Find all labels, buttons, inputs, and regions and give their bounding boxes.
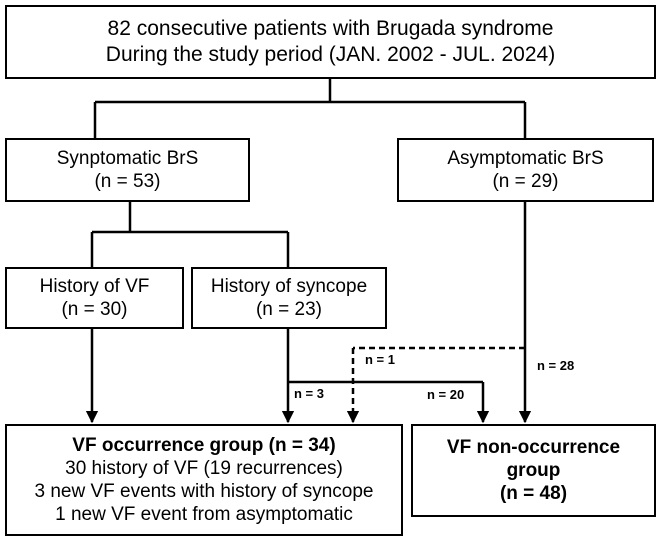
vf-occurrence-line3: 1 new VF event from asymptomatic bbox=[55, 504, 353, 526]
vf-occurrence-line2: 3 new VF events with history of syncope bbox=[34, 481, 374, 502]
vf-non-occurrence-count: (n = 48) bbox=[499, 483, 568, 505]
history-syncope-count: (n = 23) bbox=[255, 299, 322, 320]
history-vf-count: (n = 30) bbox=[61, 299, 128, 320]
total-line2: During the study period (JAN. 2002 - JUL… bbox=[105, 43, 556, 66]
vf-non-occurrence-line1: VF non-occurrence bbox=[446, 436, 621, 458]
history-vf-title: History of VF bbox=[39, 275, 150, 297]
asymptomatic-count: (n = 29) bbox=[492, 171, 559, 192]
label-n28: n = 28 bbox=[537, 358, 575, 373]
label-n1: n = 1 bbox=[365, 352, 395, 367]
label-n3: n = 3 bbox=[294, 386, 324, 401]
total-line1: 82 consecutive patients with Brugada syn… bbox=[107, 17, 554, 41]
label-n20: n = 20 bbox=[427, 387, 465, 402]
vf-non-occurrence-box: VF non-occurrence group (n = 48) bbox=[411, 424, 656, 517]
symptomatic-count: (n = 53) bbox=[94, 171, 161, 192]
history-vf-box: History of VF (n = 30) bbox=[5, 267, 184, 329]
vf-occurrence-box: VF occurrence group (n = 34) 30 history … bbox=[5, 424, 403, 536]
symptomatic-title: Synptomatic BrS bbox=[56, 147, 199, 169]
asymptomatic-title: Asymptomatic BrS bbox=[447, 147, 604, 169]
asymptomatic-box: Asymptomatic BrS (n = 29) bbox=[397, 138, 654, 202]
vf-non-occurrence-line2: group bbox=[506, 459, 561, 481]
vf-occurrence-title: VF occurrence group (n = 34) bbox=[72, 434, 336, 456]
history-syncope-box: History of syncope (n = 23) bbox=[191, 267, 387, 329]
vf-occurrence-line1: 30 history of VF (19 recurrences) bbox=[65, 457, 343, 479]
history-syncope-title: History of syncope bbox=[210, 275, 368, 297]
total-patients-box: 82 consecutive patients with Brugada syn… bbox=[5, 5, 656, 79]
symptomatic-box: Synptomatic BrS (n = 53) bbox=[5, 138, 250, 202]
